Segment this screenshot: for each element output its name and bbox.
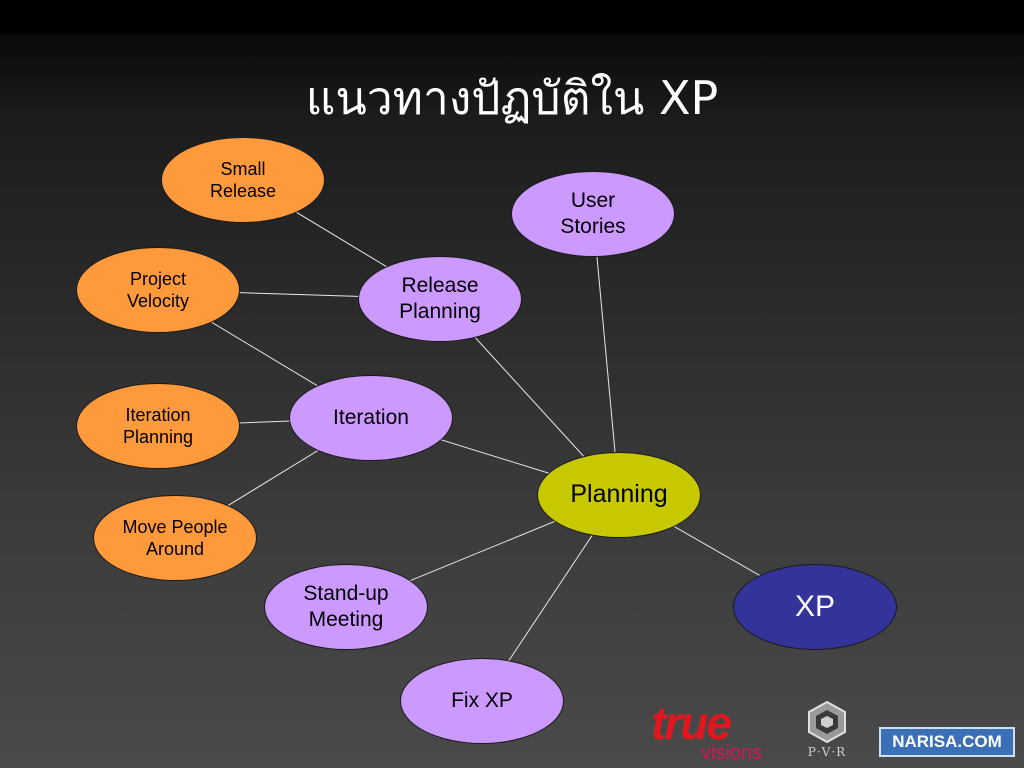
node-label: Small Release [209, 158, 277, 202]
node-fix-xp: Fix XP [400, 658, 564, 744]
pvr-logo-text: P·V·R [807, 745, 847, 759]
node-label: Project Velocity [126, 268, 190, 312]
connector-user_stories-planning [592, 213, 620, 496]
true-logo-word: true [651, 697, 732, 749]
node-move-people-around: Move People Around [93, 495, 257, 581]
node-label: Planning [570, 480, 668, 509]
pvr-logo: P·V·R [795, 700, 859, 764]
narisa-logo: NARISA.COM [879, 727, 1015, 757]
pvr-cube-icon [808, 700, 846, 744]
true-visions-logo: true visions [651, 700, 781, 766]
node-label: Move People Around [122, 516, 228, 560]
node-label: Stand-up Meeting [303, 581, 389, 631]
node-project-velocity: Project Velocity [76, 247, 240, 333]
node-label: XP [794, 590, 836, 624]
node-release-planning: Release Planning [358, 256, 522, 342]
node-standup-meeting: Stand-up Meeting [264, 564, 428, 650]
node-label: Release Planning [399, 273, 481, 323]
node-iteration-planning: Iteration Planning [76, 383, 240, 469]
node-iteration: Iteration [289, 375, 453, 461]
node-xp: XP [733, 564, 897, 650]
node-planning: Planning [537, 452, 701, 538]
node-user-stories: User Stories [511, 171, 675, 257]
node-label: Iteration Planning [122, 404, 194, 448]
true-logo-sub: visions [701, 742, 763, 764]
node-label: User Stories [560, 188, 626, 238]
node-small-release: Small Release [161, 137, 325, 223]
top-bar [0, 0, 1024, 34]
node-label: Fix XP [451, 688, 513, 712]
slide-title: แนวทางปัฏบัติใน XP [305, 71, 719, 125]
node-label: Iteration [333, 405, 409, 429]
